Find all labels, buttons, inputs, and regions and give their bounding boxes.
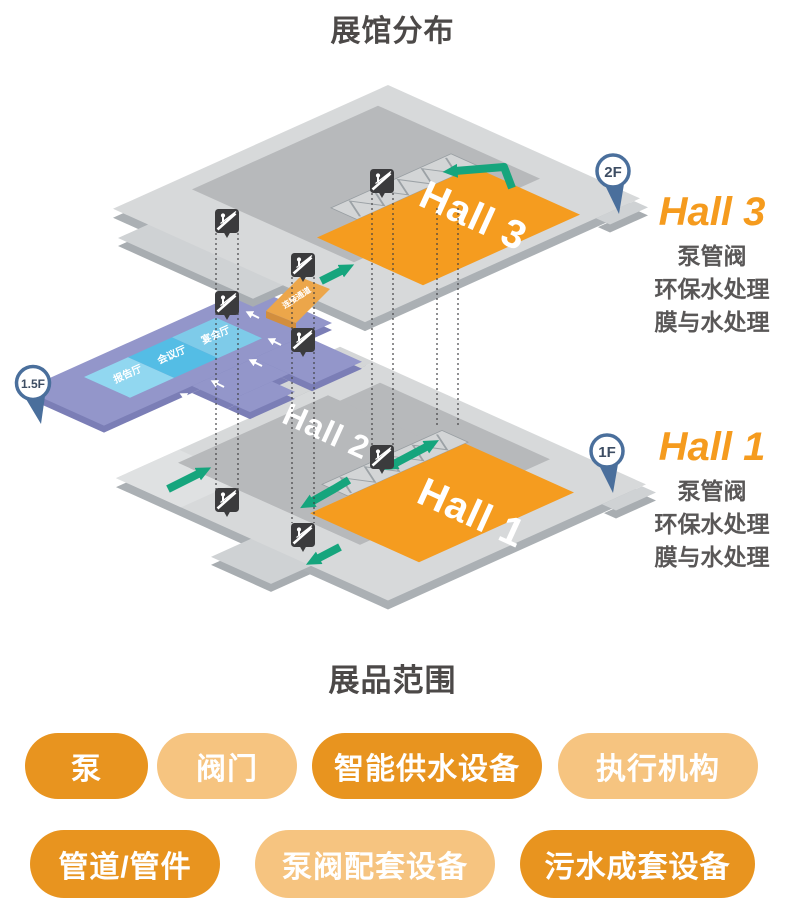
- product-pill-smart-water: 智能供水设备: [312, 733, 542, 799]
- mezzanine-slab: 宴会厅 会议厅 报告厅: [24, 287, 362, 433]
- floor-map: Hall 1 Hall 2 宴会厅: [14, 85, 656, 610]
- hall1-cat2: 环保水处理: [654, 511, 770, 537]
- svg-text:2F: 2F: [604, 164, 622, 181]
- floor2-slab: Hall 3: [113, 85, 648, 332]
- hall1-cat1: 泵管阀: [677, 478, 747, 504]
- svg-text:1F: 1F: [598, 444, 616, 461]
- hall3-name: Hall 3: [658, 190, 766, 234]
- pin-1half-f: 1.5F: [14, 364, 52, 424]
- escalator-shafts: [215, 193, 459, 523]
- hall1-cat3: 膜与水处理: [654, 544, 770, 570]
- page-title: 展馆分布: [330, 15, 455, 48]
- hall3-cat1: 泵管阀: [677, 243, 747, 269]
- product-pill-pump-valve-accessories: 泵阀配套设备: [255, 830, 495, 898]
- svg-text:1.5F: 1.5F: [21, 377, 45, 391]
- pin-1f: 1F: [589, 433, 625, 493]
- product-pill-valve: 阀门: [157, 733, 297, 799]
- hall1-info: Hall 1 泵管阀 环保水处理 膜与水处理: [637, 425, 785, 574]
- product-pill-pipes: 管道/管件: [30, 830, 220, 898]
- product-pill-pump: 泵: [25, 733, 148, 799]
- hall3-info: Hall 3 泵管阀 环保水处理 膜与水处理: [637, 190, 785, 339]
- hall1-name: Hall 1: [658, 425, 766, 469]
- hall3-cat3: 膜与水处理: [654, 309, 770, 335]
- pin-2f: 2F: [595, 153, 631, 214]
- product-pill-sewage: 污水成套设备: [520, 830, 755, 898]
- floor1-slab: Hall 1 Hall 2: [116, 346, 656, 610]
- hall3-cat2: 环保水处理: [654, 276, 770, 302]
- product-pill-actuator: 执行机构: [558, 733, 758, 799]
- products-title: 展品范围: [328, 663, 457, 698]
